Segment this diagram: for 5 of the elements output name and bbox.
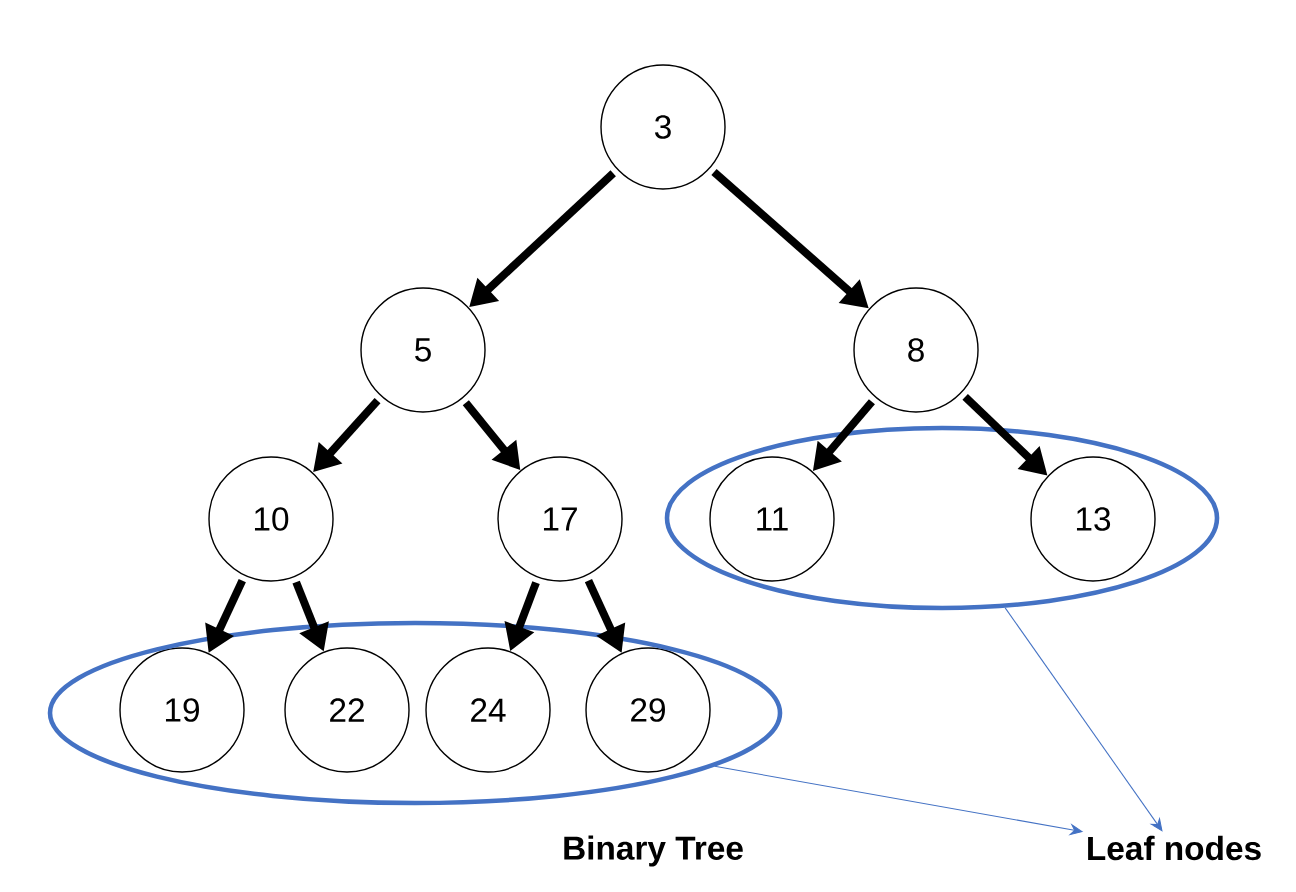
caption-text: Binary Tree: [564, 835, 743, 867]
arrow: [1004, 607, 1163, 832]
bare-text: Leaf nodes: [1088, 835, 1261, 861]
group-ellipse: [47, 620, 783, 806]
group-ellipse: [664, 425, 1220, 611]
